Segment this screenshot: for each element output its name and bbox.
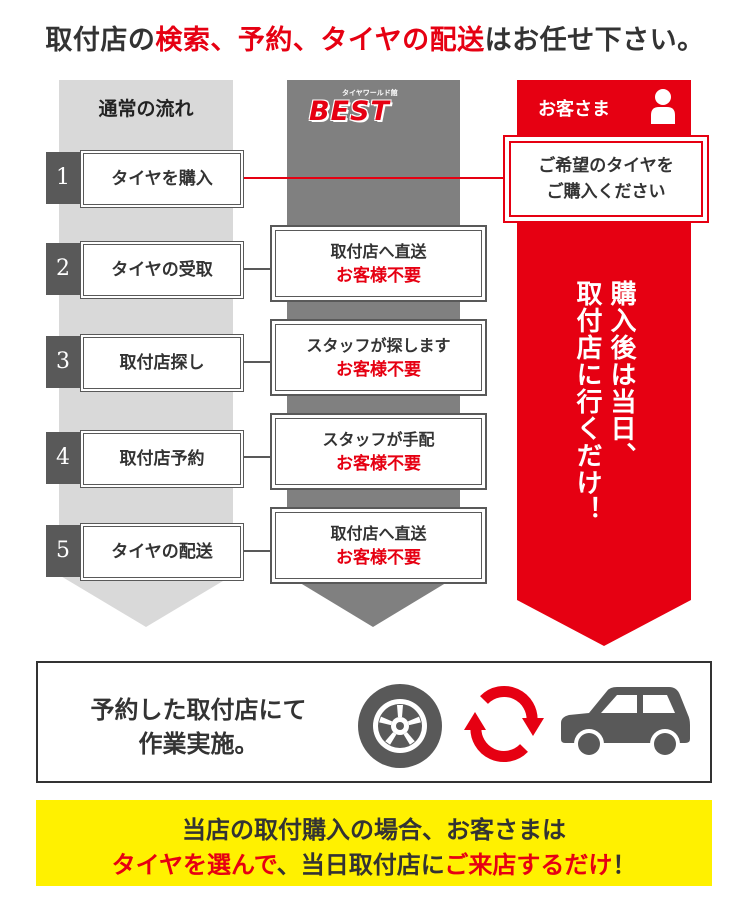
note-line1: 当店の取付購入の場合、お客さまは [182,816,566,844]
headline-part2: 検索、予約、タイヤの配送 [155,25,485,56]
work-text: 予約した取付店にて 作業実施。 [66,693,331,761]
note-line2: タイヤを選んで、当日取付店にご来店するだけ！ [36,845,712,880]
customer-title: お客さま [538,99,610,120]
best-box-direct-ship-2: 取付店へ直送 お客様不要 [270,507,487,584]
best-box-text: スタッフが探します [306,335,451,355]
best-box-text: 取付店へ直送 [330,523,427,543]
step-number: 3 [46,336,80,388]
note-end: ！ [612,851,637,879]
connector-step4 [243,456,271,458]
headline-part1: 取付店の [45,25,156,56]
connector-step1 [240,177,505,179]
headline-part3: はお任せ下さい。 [484,25,705,56]
best-logo-text: BEST [309,96,390,127]
customer-vertical-line2: 取付店に行くだけ！ [572,280,602,523]
best-box-text: スタッフが手配 [322,429,435,449]
note-red-1: タイヤを選んで [111,851,277,879]
best-box-note: お客様不要 [336,547,421,568]
work-text-line2: 作業実施。 [138,730,259,758]
customer-purchase-box: ご希望のタイヤを ご購入ください [503,135,709,223]
cycle-arrows-icon [464,685,544,763]
best-box-note: お客様不要 [336,265,421,286]
best-box-direct-ship: 取付店へ直送 お客様不要 [270,225,487,302]
best-logo-subtitle: タイヤワールド館 [342,89,398,97]
step-number: 2 [46,243,80,295]
person-icon [651,89,675,124]
connector-step5 [243,550,271,552]
step-label: タイヤを購入 [83,153,241,205]
best-box-text: 取付店へ直送 [330,241,427,261]
step-label: 取付店予約 [83,433,241,485]
customer-box-line2: ご購入ください [546,182,666,202]
best-box-staff-arrange: スタッフが手配 お客様不要 [270,413,487,490]
tire-icon [358,684,442,768]
best-logo: タイヤワールド館 BEST [287,88,460,128]
headline: 取付店の検索、予約、タイヤの配送はお任せ下さい。 [0,18,750,57]
note-box [36,800,712,886]
note-black: 、当日取付店に [276,851,445,879]
step-number: 4 [46,432,80,484]
customer-box-line1: ご希望のタイヤを [538,156,674,176]
connector-step3 [243,361,271,363]
step-label: タイヤの受取 [83,244,241,296]
customer-vertical-line1: 購入後は当日、 [606,280,636,469]
step-number: 5 [46,525,80,577]
best-box-note: お客様不要 [336,453,421,474]
step-label: 取付店探し [83,337,241,389]
normal-flow-title: 通常の流れ [98,98,194,120]
best-box-staff-search: スタッフが探します お客様不要 [270,319,487,396]
step-label: タイヤの配送 [83,526,241,578]
step-number: 1 [46,152,80,204]
work-text-line1: 予約した取付店にて [90,696,307,724]
note-red-2: ご来店するだけ [444,851,613,879]
best-box-note: お客様不要 [336,359,421,380]
car-icon [561,687,690,759]
connector-step2 [243,268,271,270]
